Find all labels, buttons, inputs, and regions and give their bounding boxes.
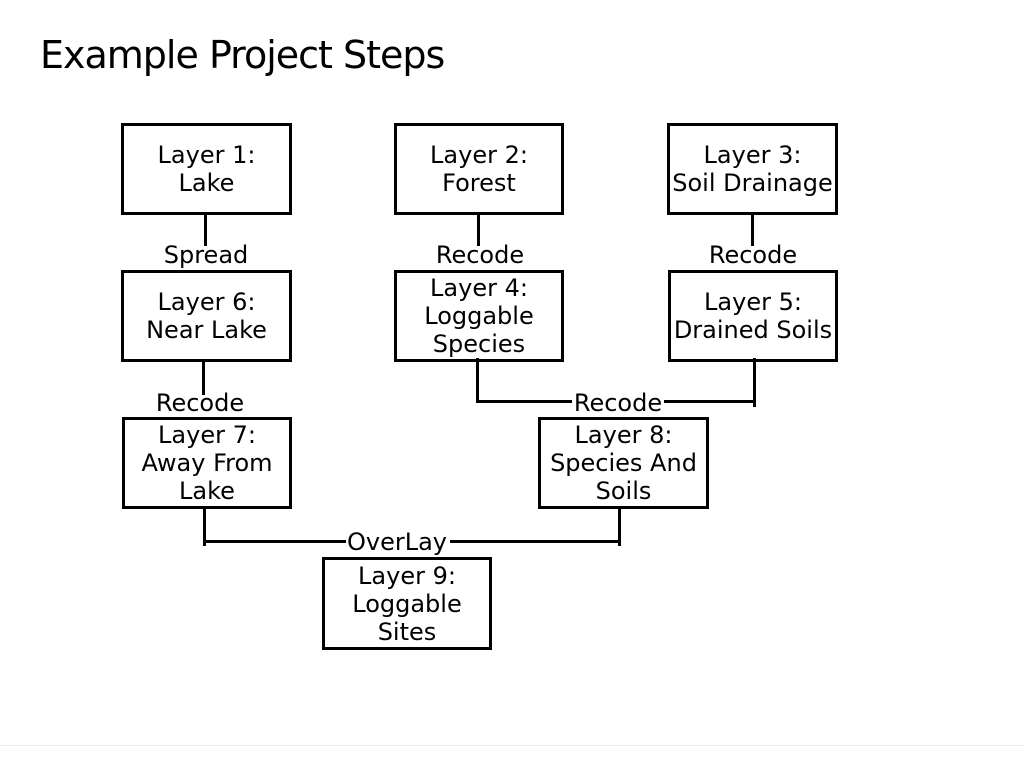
node-layer6-near-lake: Layer 6: Near Lake [121,270,292,362]
slide-bottom-edge [0,745,1024,746]
node-layer9-loggable-sites: Layer 9: Loggable Sites [322,557,492,650]
edge-label-spread: Spread [163,241,249,269]
connector-layer8-down [618,506,621,546]
node-layer3-soil-drainage: Layer 3: Soil Drainage [667,123,838,215]
connector-layer1-spread [204,212,207,246]
connector-merge-recode-left [476,400,572,403]
node-layer9-label: Layer 9: Loggable Sites [352,561,462,646]
node-layer7-label: Layer 7: Away From Lake [141,421,273,505]
edge-label-overlay: OverLay [346,528,448,556]
page-title: Example Project Steps [40,33,445,77]
node-layer4-loggable-species: Layer 4: Loggable Species [394,270,564,362]
node-layer5-label: Layer 5: Drained Soils [673,288,833,344]
node-layer2-label: Layer 2: Forest [430,141,528,197]
connector-merge-recode-right [664,400,756,403]
connector-merge-overlay-left [203,540,346,543]
node-layer4-label: Layer 4: Loggable Species [424,274,534,358]
connector-merge-overlay-right [450,540,621,543]
node-layer1-lake: Layer 1: Lake [121,123,292,215]
connector-layer3-recode [751,212,754,246]
node-layer2-forest: Layer 2: Forest [394,123,564,215]
node-layer5-drained-soils: Layer 5: Drained Soils [668,270,838,362]
connector-layer4-down [476,358,479,403]
node-layer3-label: Layer 3: Soil Drainage [672,141,833,197]
node-layer1-label: Layer 1: Lake [157,141,256,197]
node-layer7-away-from-lake: Layer 7: Away From Lake [122,417,292,509]
node-layer8-species-and-soils: Layer 8: Species And Soils [538,417,709,509]
edge-label-recode-forest: Recode [435,241,525,269]
edge-label-recode-merge: Recode [573,389,663,417]
node-layer8-label: Layer 8: Species And Soils [550,421,697,505]
node-layer6-label: Layer 6: Near Lake [146,288,267,344]
connector-layer2-recode [477,212,480,246]
connector-layer5-down [753,358,756,407]
edge-label-recode-soil: Recode [708,241,798,269]
edge-label-recode-near-lake: Recode [155,389,245,417]
connector-layer6-recode [202,359,205,395]
connector-layer7-down [203,506,206,546]
